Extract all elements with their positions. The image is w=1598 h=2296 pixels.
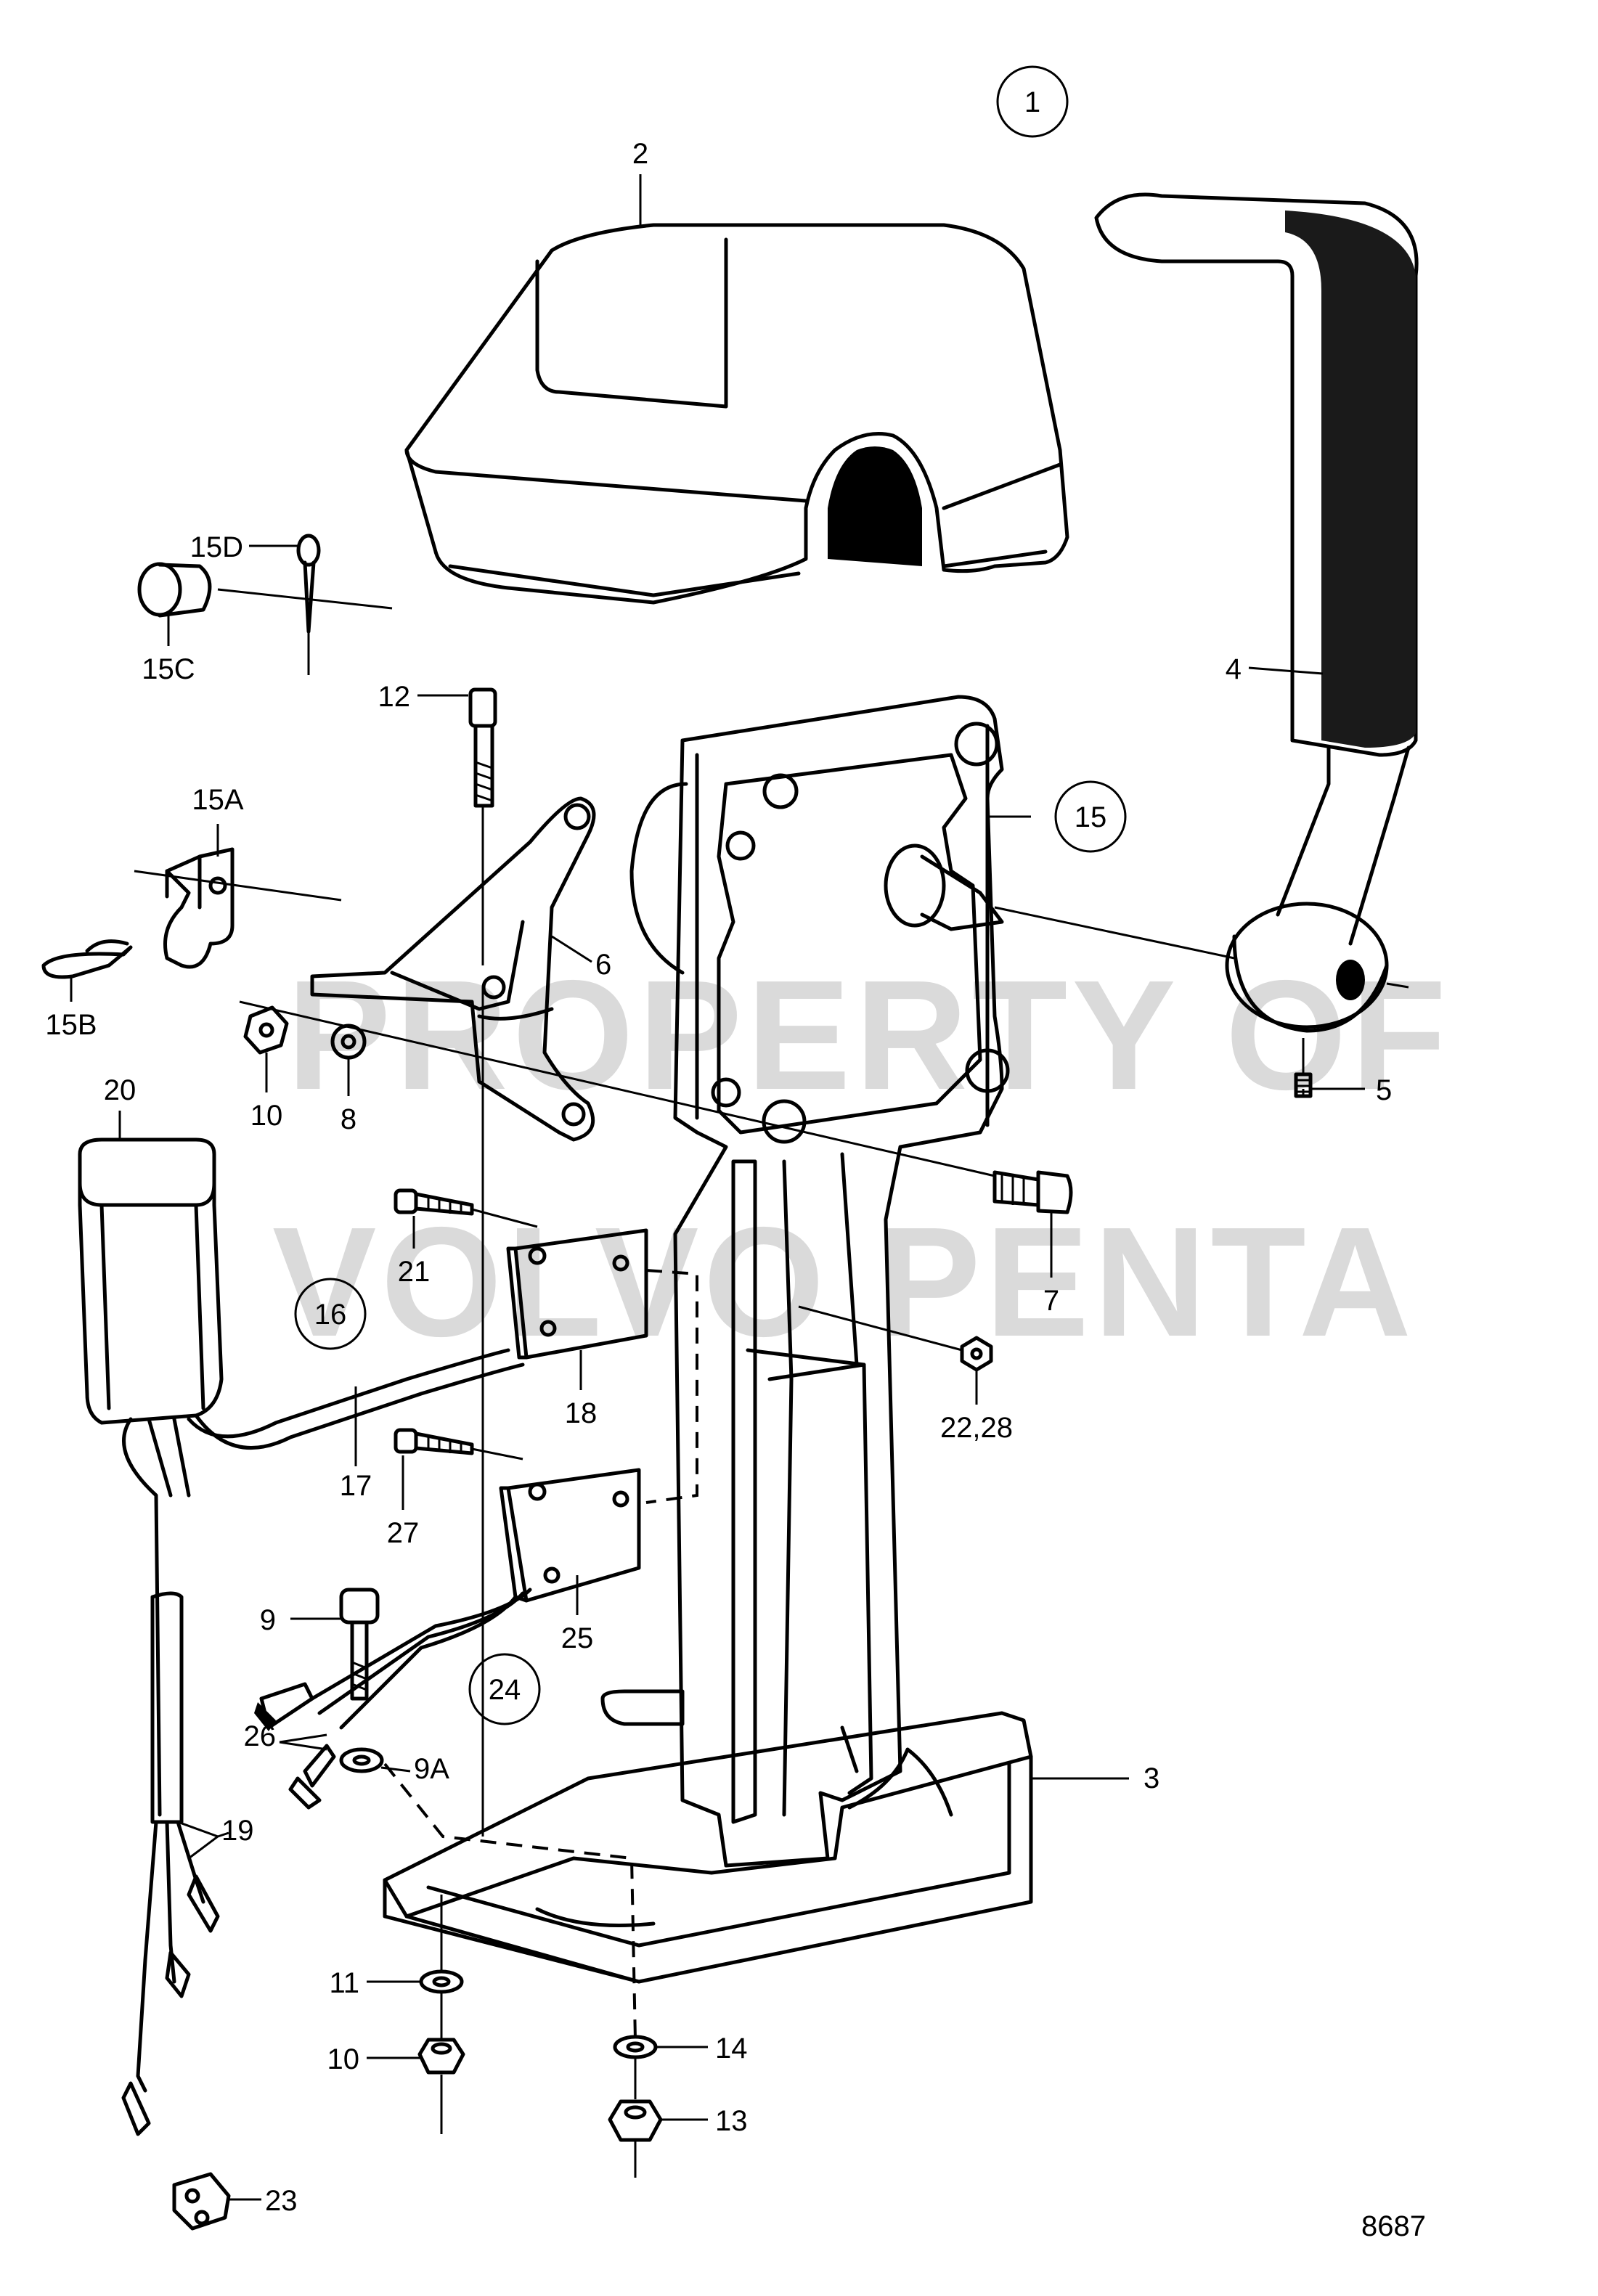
spring-pin-part-15b xyxy=(41,939,133,979)
leader-lines xyxy=(70,174,1365,2201)
clip-part-15a xyxy=(134,847,342,969)
label-20: 20 xyxy=(104,1074,136,1106)
bracket-part-6 xyxy=(310,796,596,1142)
label-14: 14 xyxy=(715,2033,748,2064)
label-27: 27 xyxy=(387,1517,420,1549)
screw-part-21 xyxy=(394,1188,538,1228)
label-10-lower: 10 xyxy=(327,2043,360,2075)
base-plate-part-3 xyxy=(383,1711,1033,1984)
label-4: 4 xyxy=(1226,653,1242,685)
label-15a: 15A xyxy=(192,784,243,816)
label-15d: 15D xyxy=(190,531,243,563)
screw-part-9 xyxy=(339,1588,637,2040)
label-1: 1 xyxy=(1024,86,1040,118)
label-3: 3 xyxy=(1144,1762,1159,1794)
shaft-axis xyxy=(994,906,1409,989)
circled-labels: 1 15 16 24 xyxy=(294,65,1127,1725)
cotter-pin-part-15d xyxy=(296,534,321,675)
label-26: 26 xyxy=(244,1720,277,1752)
washer-nut-lower-right xyxy=(608,2035,663,2178)
screw-part-27 xyxy=(394,1428,523,1460)
watermark-line-1: PROPERTY OF xyxy=(287,947,1451,1122)
washer-nut-lower-left xyxy=(417,1895,465,2134)
label-6: 6 xyxy=(595,949,611,981)
part-labels: 2 3 4 5 6 7 8 9 9A 10 10 11 12 13 14 15A… xyxy=(45,138,1392,2217)
screw-part-12 xyxy=(468,687,497,1837)
label-24: 24 xyxy=(489,1674,521,1706)
callout-circle-16 xyxy=(294,1278,367,1350)
terminal-block-part-23 xyxy=(172,2172,231,2231)
label-16: 16 xyxy=(314,1299,347,1331)
label-25: 25 xyxy=(561,1622,594,1654)
label-7: 7 xyxy=(1043,1285,1059,1317)
label-9a: 9A xyxy=(414,1753,449,1785)
nut-washer-upper xyxy=(239,1000,995,1177)
microswitch-part-25 xyxy=(310,1468,641,1730)
label-13: 13 xyxy=(715,2105,748,2137)
label-17: 17 xyxy=(340,1470,372,1502)
label-19: 19 xyxy=(221,1815,254,1847)
label-23: 23 xyxy=(265,2185,298,2217)
set-screw-part-5 xyxy=(1294,1038,1313,1098)
connector-part-20 xyxy=(78,1137,525,2136)
label-15: 15 xyxy=(1075,801,1107,833)
label-22-28: 22,28 xyxy=(940,1412,1013,1444)
callout-circle-24 xyxy=(468,1653,541,1725)
cover-part-2 xyxy=(404,223,1069,605)
bolt-part-7 xyxy=(992,1170,1073,1214)
label-9: 9 xyxy=(260,1604,276,1636)
label-10-upper: 10 xyxy=(250,1100,283,1132)
label-21: 21 xyxy=(398,1256,431,1288)
label-18: 18 xyxy=(565,1397,598,1429)
label-12: 12 xyxy=(378,681,411,713)
lever-part-4 xyxy=(1094,192,1419,1033)
label-2: 2 xyxy=(632,138,648,170)
callout-circle-1 xyxy=(996,65,1069,138)
drawing-number: 8687 xyxy=(1361,2210,1426,2242)
callout-circle-15 xyxy=(1054,780,1127,853)
label-8: 8 xyxy=(341,1103,356,1135)
watermark-line-2: VOLVO PENTA xyxy=(272,1194,1416,1369)
microswitch-part-18 xyxy=(506,1228,698,1504)
label-15b: 15B xyxy=(45,1009,97,1041)
watermark: PROPERTY OF VOLVO PENTA xyxy=(272,947,1451,1369)
label-11: 11 xyxy=(329,1967,359,1999)
pin-part-15c xyxy=(137,562,393,618)
control-body-part-15 xyxy=(600,695,1010,1868)
nut-part-22-28 xyxy=(798,1305,993,1372)
label-5: 5 xyxy=(1376,1074,1392,1106)
terminals-part-26 xyxy=(254,1682,336,1810)
label-15c: 15C xyxy=(142,653,195,685)
